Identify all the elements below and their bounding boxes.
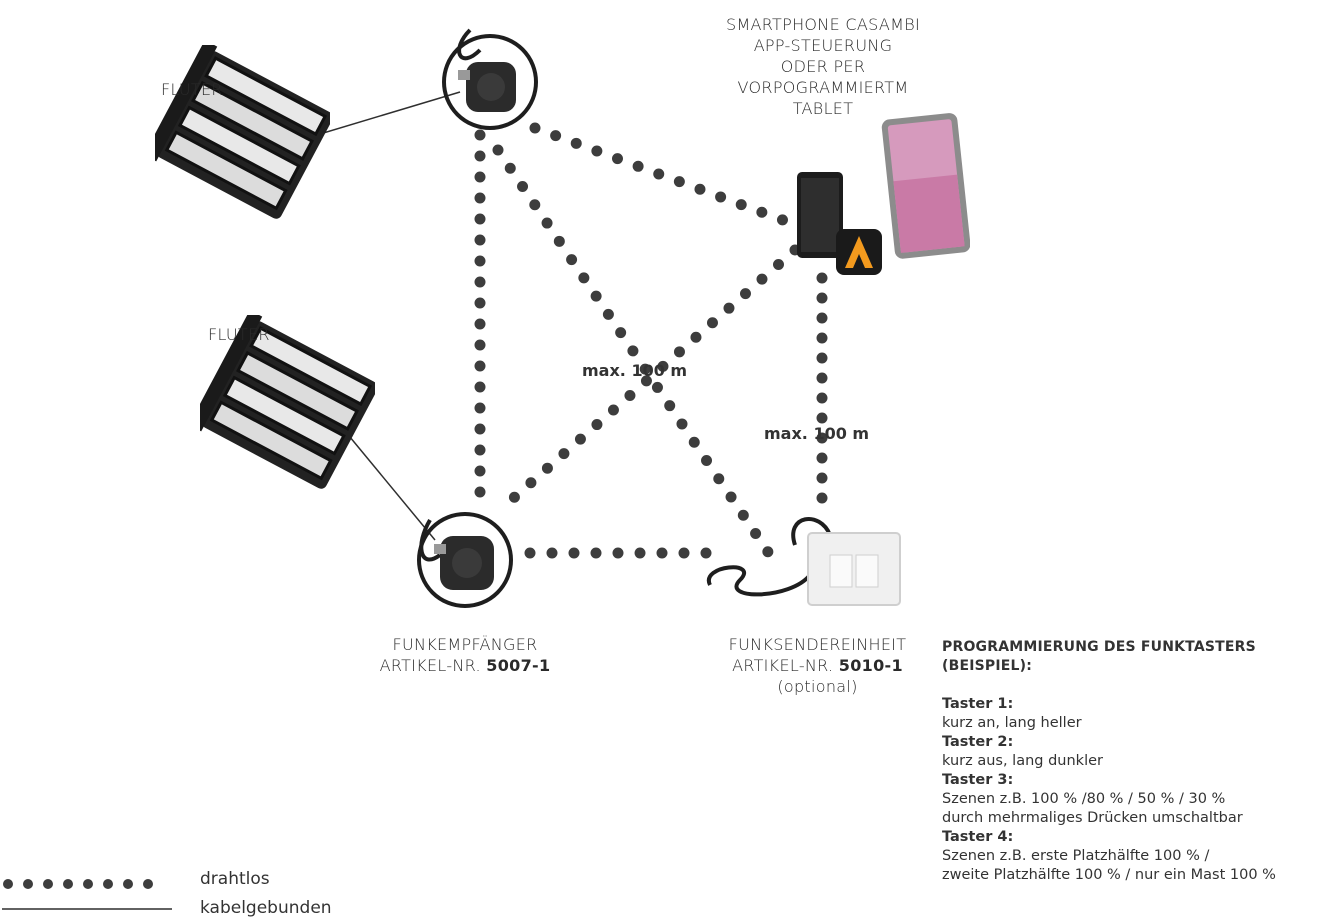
wireless-link-phone-receiver2 — [494, 244, 801, 516]
distance-label-right: max. 100 m — [764, 424, 870, 443]
legend-wireless-label: drahtlos — [200, 869, 270, 889]
programming-info: PROGRAMMIERUNG DES FUNKTASTERS (BEISPIEL… — [942, 638, 1334, 885]
receiver-label-article: ARTIKEL-NR. 5007-1 — [335, 655, 595, 676]
article-number: 5007-1 — [486, 656, 551, 675]
wireless-link-receiver1-sender — [492, 144, 776, 561]
smartphone-label-line: ODER PER — [780, 57, 866, 76]
floodlight-icon — [200, 315, 375, 489]
wired-link-fluter1 — [299, 91, 461, 141]
button-title: Taster 4: — [942, 829, 1014, 845]
wireless-link-receiver1-phone — [529, 122, 821, 238]
button-description: kurz aus, lang dunkler — [942, 753, 1103, 769]
receiver-label: FUNKEMPFÄNGER ARTIKEL-NR. 5007-1 — [335, 634, 595, 676]
fluter-label-2: FLUTER — [208, 325, 270, 344]
wired-link-fluter2 — [339, 424, 436, 541]
sender-label-optional: (optional) — [777, 677, 858, 696]
button-title: Taster 2: — [942, 734, 1014, 750]
button-description: zweite Platzhälfte 100 % / nur ein Mast … — [942, 867, 1276, 883]
smartphone-icon — [797, 172, 843, 258]
article-prefix: ARTIKEL-NR. — [732, 656, 839, 675]
smartphone-label: SMARTPHONE CASAMBI APP-STEUERUNG ODER PE… — [696, 14, 950, 119]
programming-heading: (BEISPIEL): — [942, 658, 1033, 674]
article-prefix: ARTIKEL-NR. — [379, 656, 487, 675]
receiver-label-name: FUNKEMPFÄNGER — [392, 635, 538, 654]
button-description: Szenen z.B. 100 % /80 % / 50 % / 30 % — [942, 791, 1226, 807]
smartphone-label-line: SMARTPHONE CASAMBI — [726, 15, 920, 34]
sender-label-name: FUNKSENDEREINHEIT — [728, 635, 907, 654]
floodlight-icon — [155, 45, 330, 219]
smartphone-label-line: APP-STEUERUNG — [753, 36, 893, 55]
fluter-label-1: FLUTER — [161, 80, 223, 99]
smartphone-label-line: TABLET — [792, 99, 854, 118]
sender-label-article: ARTIKEL-NR. 5010-1 — [690, 655, 945, 676]
programming-heading: PROGRAMMIERUNG DES FUNKTASTERS — [942, 639, 1256, 655]
legend-wireless-symbol — [3, 879, 173, 889]
button-description: Szenen z.B. erste Platzhälfte 100 % / — [942, 848, 1210, 864]
legend-wired-label: kabelgebunden — [200, 898, 332, 918]
casambi-app-icon — [836, 229, 882, 275]
legend-wired-symbol — [2, 908, 172, 910]
switch-box-icon — [706, 517, 901, 606]
receiver-device-icon — [417, 512, 513, 608]
button-title: Taster 3: — [942, 772, 1014, 788]
button-description: durch mehrmaliges Drücken umschaltbar — [942, 810, 1243, 826]
receiver-device-icon — [442, 28, 538, 130]
button-title: Taster 1: — [942, 696, 1014, 712]
article-number: 5010-1 — [838, 656, 903, 675]
smartphone-label-line: VORPOGRAMMIERTM — [737, 78, 909, 97]
sender-label: FUNKSENDEREINHEIT ARTIKEL-NR. 5010-1 (op… — [690, 634, 945, 697]
distance-label-center: max. 100 m — [582, 361, 688, 380]
button-description: kurz an, lang heller — [942, 715, 1082, 731]
tablet-icon — [881, 113, 970, 259]
